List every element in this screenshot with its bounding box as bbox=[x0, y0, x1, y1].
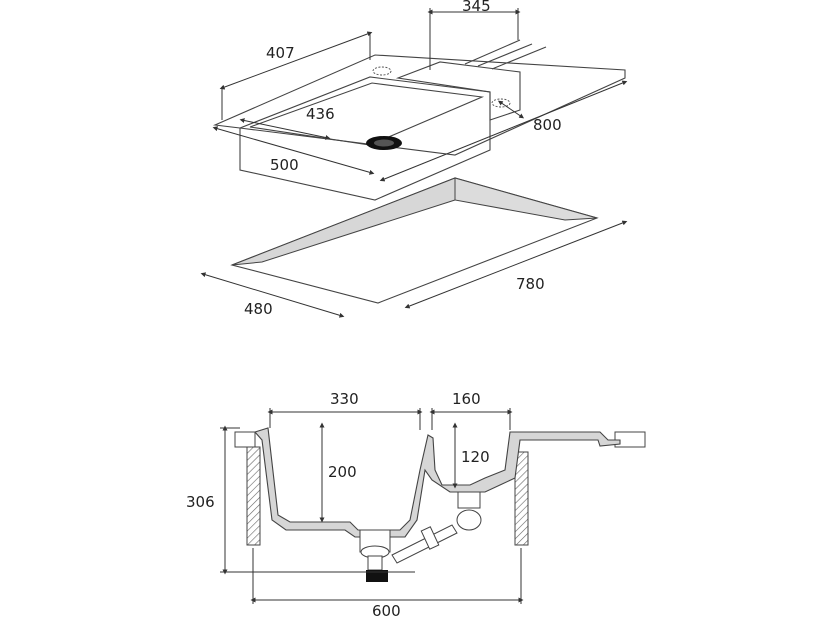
dim-407: 407 bbox=[266, 44, 295, 62]
sink-section-profile bbox=[254, 427, 621, 538]
dim-330: 330 bbox=[330, 390, 359, 408]
dim-120: 120 bbox=[461, 448, 490, 466]
dim-306: 306 bbox=[186, 493, 215, 511]
cabinet-wall-right bbox=[514, 451, 529, 546]
secondary-bowl bbox=[395, 61, 521, 121]
dim-780: 780 bbox=[516, 275, 545, 293]
main-drain-outlet bbox=[366, 570, 388, 582]
dim-200: 200 bbox=[328, 463, 357, 481]
dim-345: 345 bbox=[462, 0, 491, 15]
dim-436: 436 bbox=[306, 105, 335, 123]
worktop-left bbox=[234, 431, 256, 448]
dim-600: 600 bbox=[372, 602, 401, 620]
cabinet-wall-left bbox=[246, 446, 261, 546]
isometric-sink-view: 345 407 436 800 500 780 480 bbox=[200, 0, 628, 318]
dim-160: 160 bbox=[452, 390, 481, 408]
main-bowl-inner bbox=[249, 82, 485, 146]
secondary-drain-body bbox=[457, 491, 481, 509]
tap-hole-1 bbox=[372, 66, 392, 76]
dim-480: 480 bbox=[244, 300, 273, 318]
dim-500: 500 bbox=[270, 156, 299, 174]
section-sink-view: 330 160 200 120 306 600 bbox=[186, 390, 646, 620]
dim-800: 800 bbox=[533, 116, 562, 134]
